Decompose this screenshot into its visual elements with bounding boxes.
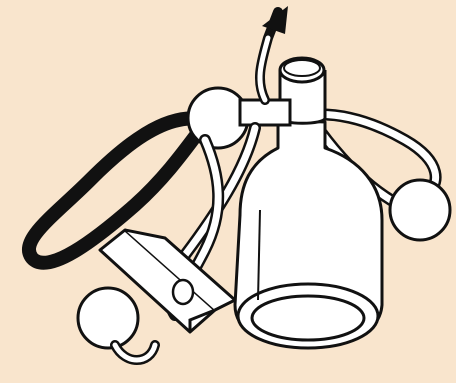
bottom-bead-icon: [78, 288, 155, 360]
right-bead-icon: [390, 180, 450, 240]
